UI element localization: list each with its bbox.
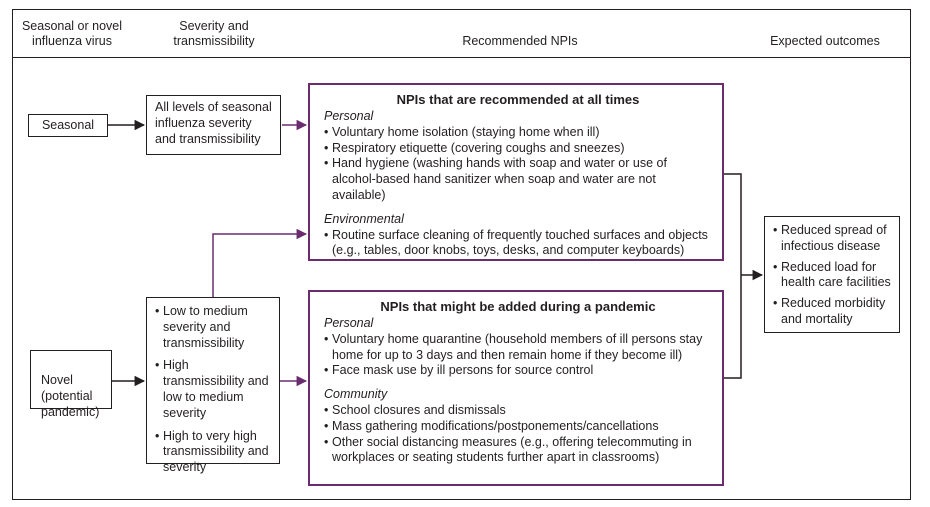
seasonal-box: Seasonal	[28, 114, 108, 137]
arrow-novel-severity-to-npis	[212, 228, 308, 297]
pandemic-personal-list: Voluntary home quarantine (household mem…	[324, 332, 712, 379]
npi-list-item: Routine surface cleaning of frequently t…	[324, 228, 712, 260]
npis-all-times-title: NPIs that are recommended at all times	[396, 92, 640, 107]
outcome-list-item: Reduced spread of infectious disease	[773, 223, 893, 255]
header-severity: Severity and transmissibility	[173, 19, 255, 48]
npi-list-item: Mass gathering modifications/postponemen…	[324, 419, 712, 435]
npi-list-item: Voluntary home quarantine (household mem…	[324, 332, 712, 364]
outcomes-box: Reduced spread of infectious diseaseRedu…	[764, 216, 900, 333]
pandemic-community-heading: Community	[324, 387, 388, 402]
header-outcomes: Expected outcomes	[770, 34, 880, 48]
all-times-environmental-heading: Environmental	[324, 211, 404, 226]
npis-all-times-box: NPIs that are recommended at all times P…	[308, 83, 724, 261]
npi-list-item: Voluntary home isolation (staying home w…	[324, 125, 712, 141]
severity-list-item: Low to medium severity and transmissibil…	[155, 304, 273, 351]
severity-list-item: High transmissibility and low to medium …	[155, 358, 273, 421]
all-times-personal-list: Voluntary home isolation (staying home w…	[324, 125, 712, 204]
npi-list-item: Face mask use by ill persons for source …	[324, 363, 712, 379]
all-times-personal-heading: Personal	[324, 109, 374, 123]
npi-list-item: Other social distancing measures (e.g., …	[324, 435, 712, 467]
header-npis: Recommended NPIs	[462, 34, 578, 48]
outcome-list-item: Reduced load for health care facilities	[773, 260, 893, 292]
severity-list-item: High to very high transmissibility and s…	[155, 429, 273, 476]
novel-severity-box: Low to medium severity and transmissibil…	[146, 297, 280, 474]
outcome-list-item: Reduced morbidity and mortality	[773, 296, 893, 328]
novel-box: Novel (potential pandemic)	[30, 350, 112, 419]
npis-pandemic-title: NPIs that might be added during a pandem…	[380, 299, 656, 314]
novel-label: Novel (potential pandemic)	[41, 373, 100, 419]
seasonal-severity-box: All levels of seasonal influenza severit…	[146, 95, 281, 155]
npi-list-item: Respiratory etiquette (covering coughs a…	[324, 141, 712, 157]
seasonal-severity-text: All levels of seasonal influenza severit…	[155, 100, 272, 146]
header-virus: Seasonal or novel influenza virus	[21, 19, 123, 48]
header-divider	[12, 57, 911, 58]
outcomes-list: Reduced spread of infectious diseaseRedu…	[773, 223, 893, 328]
all-times-environmental-list: Routine surface cleaning of frequently t…	[324, 228, 712, 260]
npi-list-item: School closures and dismissals	[324, 403, 712, 419]
npis-pandemic-box: NPIs that might be added during a pandem…	[308, 290, 724, 486]
bracket-npis	[724, 173, 742, 379]
npi-list-item: Hand hygiene (washing hands with soap an…	[324, 156, 712, 203]
pandemic-community-list: School closures and dismissalsMass gathe…	[324, 403, 712, 466]
pandemic-personal-heading: Personal	[324, 316, 374, 330]
novel-severity-list: Low to medium severity and transmissibil…	[155, 304, 273, 476]
seasonal-label: Seasonal	[41, 118, 95, 132]
figure-frame	[12, 9, 911, 500]
